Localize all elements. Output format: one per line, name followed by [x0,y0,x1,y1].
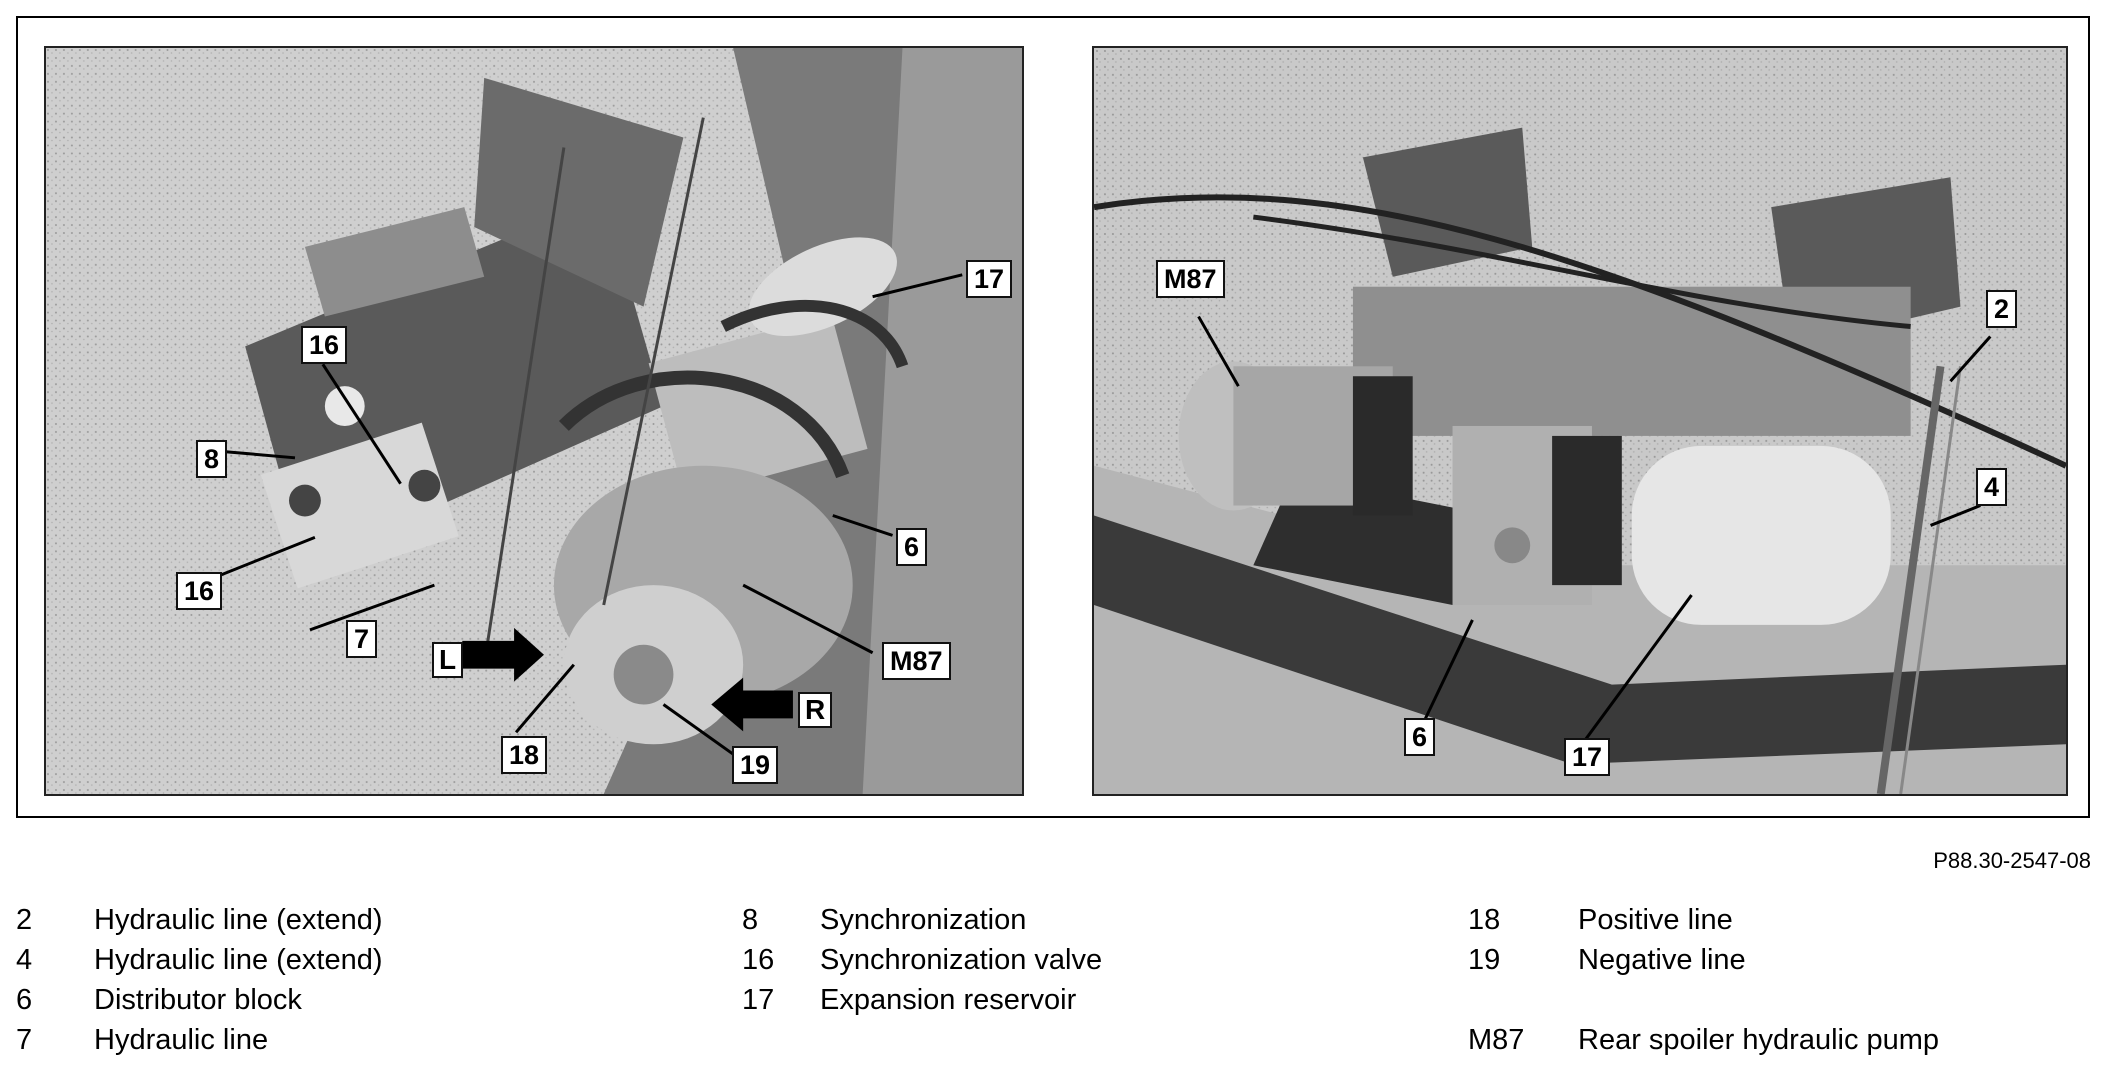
callout-17: 17 [966,260,1013,298]
arrow-label-L: L [432,642,464,678]
arrow-label-R: R [798,692,833,728]
callout-4: 4 [1976,468,2008,506]
callout-M87-right: M87 [1156,260,1225,298]
left-photo-illustration [46,48,1022,794]
callout-7: 7 [346,620,378,658]
figure-frame: 17 16 8 6 16 7 M87 18 19 L R [16,16,2090,818]
right-photo: M87 2 4 6 17 [1092,46,2068,796]
callout-16-top: 16 [301,326,348,364]
callout-16-bottom: 16 [176,572,223,610]
figure-reference: P88.30-2547-08 [1933,848,2091,873]
callout-2: 2 [1986,290,2018,328]
callout-17-right: 17 [1564,738,1611,776]
callout-18: 18 [501,736,548,774]
callout-M87: M87 [882,642,951,680]
left-photo: 17 16 8 6 16 7 M87 18 19 L R [44,46,1024,796]
callout-19: 19 [732,746,779,784]
callout-6-right: 6 [1404,718,1436,756]
legend-spacer [1468,980,1939,1020]
callout-8: 8 [196,440,228,478]
callout-6: 6 [896,528,928,566]
right-photo-illustration [1094,48,2066,794]
